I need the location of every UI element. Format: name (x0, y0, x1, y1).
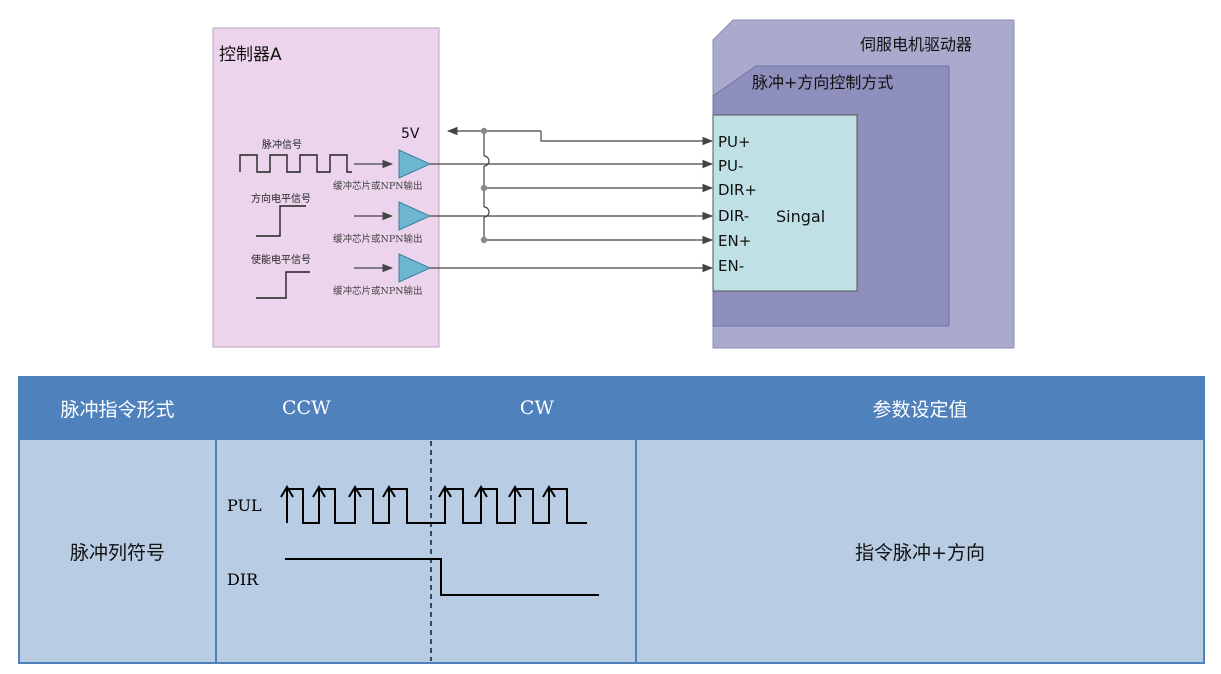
direction-buffer-icon (398, 201, 432, 231)
pulse-buffer-icon (398, 149, 432, 179)
pul-label: PUL (227, 496, 262, 515)
header-form: 脉冲指令形式 (18, 376, 217, 440)
timing-waveform: PUL DIR (227, 441, 599, 661)
buffer-label-2: 缓冲芯片或NPN输出 (333, 233, 423, 245)
terminal-dir-minus: DIR- (718, 207, 749, 225)
rising-edge-arrows (280, 485, 556, 498)
timing-waveform-cell: PUL DIR (215, 438, 637, 664)
param-value: 指令脉冲+方向 (635, 438, 1205, 664)
controller-title: 控制器A (219, 45, 282, 65)
wiring-diagram: 控制器A 5V 脉冲信号 方向电平信号 使能电平信号 缓冲芯片或NPN输出 缓冲… (212, 19, 1015, 349)
enable-signal-label: 使能电平信号 (251, 253, 311, 266)
terminal-pu-plus: PU+ (718, 133, 751, 151)
table-header-row: 脉冲指令形式 CCW CW 参数设定值 (18, 376, 1205, 440)
header-cw: CW (519, 397, 554, 419)
pul-waveform (286, 488, 587, 524)
terminal-en-minus: EN- (718, 257, 744, 275)
signal-label: Singal (776, 207, 825, 226)
buffer-label-1: 缓冲芯片或NPN输出 (333, 180, 423, 192)
pulse-command-table: 脉冲指令形式 CCW CW 参数设定值 脉冲列符号 PUL (18, 376, 1205, 664)
pulse-signal-label: 脉冲信号 (262, 138, 302, 151)
terminal-en-plus: EN+ (718, 232, 751, 250)
dir-waveform (285, 558, 599, 596)
terminal-pu-minus: PU- (718, 157, 743, 175)
direction-waveform (256, 205, 306, 237)
header-direction: CCW CW (215, 376, 637, 440)
driver-block: 伺服电机驱动器 脉冲+方向控制方式 Singal PU+ PU- DIR+ DI… (712, 19, 1015, 349)
controller-block: 控制器A 5V 脉冲信号 方向电平信号 使能电平信号 缓冲芯片或NPN输出 缓冲… (212, 27, 440, 348)
header-ccw: CCW (282, 397, 331, 419)
supply-label: 5V (401, 126, 420, 142)
direction-signal-label: 方向电平信号 (251, 192, 311, 205)
table-row: 脉冲列符号 PUL DIR (18, 438, 1205, 664)
pulse-waveform (239, 154, 352, 173)
wiring (430, 126, 714, 273)
dir-label: DIR (227, 570, 259, 589)
header-param: 参数设定值 (635, 376, 1205, 440)
driver-title: 伺服电机驱动器 (860, 35, 972, 54)
buffer-label-3: 缓冲芯片或NPN输出 (333, 285, 423, 297)
enable-waveform (256, 271, 310, 299)
terminal-dir-plus: DIR+ (718, 181, 757, 199)
control-mode-title: 脉冲+方向控制方式 (752, 73, 893, 92)
enable-buffer-icon (398, 253, 432, 283)
row-name: 脉冲列符号 (18, 438, 217, 664)
